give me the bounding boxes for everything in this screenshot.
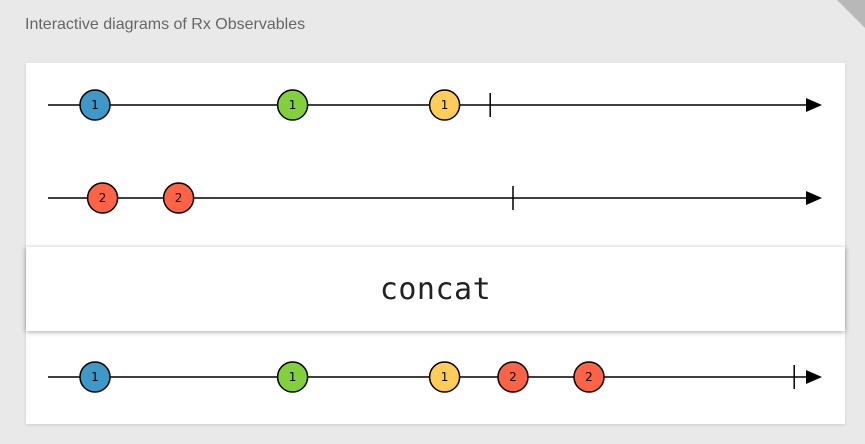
marble-label: 2 xyxy=(509,370,517,384)
marble-circle xyxy=(79,361,111,393)
marble-label: 1 xyxy=(289,98,297,112)
marble-circle xyxy=(497,361,529,393)
marble-label: 1 xyxy=(91,98,99,112)
marble[interactable]: 1 xyxy=(428,361,461,393)
first-stream: 1 1 1 xyxy=(48,89,822,121)
marble-label: 1 xyxy=(441,98,449,112)
marble[interactable]: 1 xyxy=(276,361,309,393)
marble-circle xyxy=(428,89,461,121)
operator-label: concat xyxy=(379,271,492,307)
marble-label: 1 xyxy=(289,370,297,384)
marble-circle xyxy=(79,89,111,121)
marble-label: 1 xyxy=(91,370,99,384)
page-subtitle: Interactive diagrams of Rx Observables xyxy=(25,16,306,33)
marble[interactable]: 1 xyxy=(428,89,461,121)
marble[interactable]: 2 xyxy=(162,182,195,214)
marble[interactable]: 2 xyxy=(497,361,529,393)
marble-label: 1 xyxy=(441,370,449,384)
marble-circle xyxy=(276,89,309,121)
marble-circle xyxy=(573,361,605,393)
marble[interactable]: 1 xyxy=(276,89,309,121)
marble-circle xyxy=(428,361,461,393)
diagram-card xyxy=(26,63,845,424)
marble-circle xyxy=(86,182,119,214)
marble-label: 2 xyxy=(175,191,183,205)
marble-label: 2 xyxy=(585,370,593,384)
marble-label: 2 xyxy=(99,191,107,205)
marble[interactable]: 1 xyxy=(79,89,111,121)
timeline-arrowhead xyxy=(806,191,822,205)
result-stream: 1 1 1 2 2 xyxy=(48,361,822,393)
timeline-arrowhead xyxy=(806,370,822,384)
operator-box: concat xyxy=(26,247,845,331)
marble[interactable]: 1 xyxy=(79,361,111,393)
timeline-arrowhead xyxy=(806,98,822,112)
marble[interactable]: 2 xyxy=(86,182,119,214)
marble[interactable]: 2 xyxy=(573,361,605,393)
corner-ribbon[interactable] xyxy=(837,0,865,28)
marble-circle xyxy=(276,361,309,393)
marble-circle xyxy=(162,182,195,214)
